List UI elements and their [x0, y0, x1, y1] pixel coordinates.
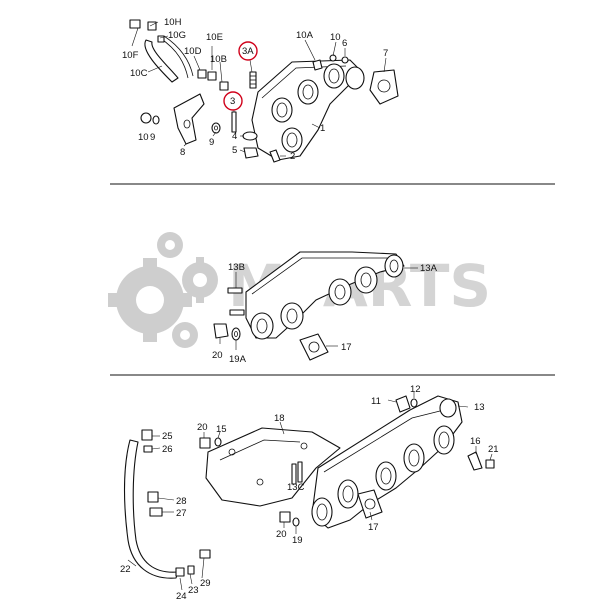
callout-label: 13B: [228, 262, 245, 273]
washer: [231, 327, 241, 341]
washer: [292, 517, 300, 527]
callout-label: 3A: [242, 46, 254, 57]
gear-icon: [172, 322, 198, 348]
pipe-fitting: [157, 35, 165, 43]
callout-label: 10: [330, 32, 341, 43]
callout-label: 20: [276, 529, 287, 540]
callout-label: 10D: [184, 46, 202, 57]
callout-label: 20: [197, 422, 208, 433]
stud-bolt: [231, 111, 237, 133]
leader-lines: [127, 392, 493, 591]
washer: [341, 56, 349, 64]
gasket: [299, 333, 329, 361]
callout-label: 8: [180, 147, 185, 158]
pipe-fitting: [219, 81, 229, 91]
callout-label: 29: [200, 578, 211, 589]
washer: [410, 398, 418, 408]
nut: [199, 437, 211, 449]
heat-shield: [205, 427, 341, 507]
callout-label: 24: [176, 591, 187, 600]
nut: [243, 147, 259, 159]
nut: [312, 59, 323, 71]
callout-label: 13: [474, 402, 485, 413]
bottom-section: 11 12 13 18 20 15 25 26 28 27 20 19 13C …: [120, 384, 499, 600]
washer: [152, 115, 160, 125]
callout-label: 19: [292, 535, 303, 546]
gear-icon: [182, 257, 218, 303]
gear-icon: [108, 258, 192, 342]
gasket: [369, 69, 399, 105]
pipe-fitting: [207, 71, 217, 81]
callout-label: 13C: [287, 482, 305, 493]
callout-label: 22: [120, 564, 131, 575]
pipe-fitting: [147, 21, 157, 31]
stud-bolt: [227, 287, 243, 294]
callout-label: 3: [230, 96, 235, 107]
callout-label: 28: [176, 496, 187, 507]
gear-icon: [157, 232, 183, 258]
callout-label: 9: [150, 132, 155, 143]
leader-lines: [219, 267, 418, 350]
nut: [279, 511, 291, 523]
callout-label: 10E: [206, 32, 223, 43]
stud-bolt: [291, 463, 297, 485]
callout-label: 9: [209, 137, 214, 148]
oil-pipe: [144, 35, 194, 83]
callout-label: 15: [216, 424, 227, 435]
stud-bolt: [249, 71, 257, 89]
top-section: 10H 10G 10F 10C 10E 10D 10B 3A 3 10A 10 …: [122, 17, 399, 163]
stud-bolt: [229, 309, 245, 316]
exhaust-manifold: [245, 251, 405, 340]
middle-section: 13B 13A 20 19A 17: [212, 251, 438, 365]
callout-label: 10F: [122, 50, 139, 61]
washer: [214, 437, 222, 447]
highlight-ring: [238, 41, 258, 61]
callout-label: 10A: [296, 30, 314, 41]
callout-label: 11: [371, 396, 381, 407]
callout-label: 26: [162, 444, 173, 455]
nut: [485, 459, 495, 469]
callout-label: 4: [232, 131, 237, 142]
callout-label: 19A: [229, 354, 247, 365]
callout-label: 10H: [164, 17, 182, 28]
callout-label: 6: [342, 38, 347, 49]
callout-label: 18: [274, 413, 285, 424]
callout-label: 17: [368, 522, 379, 533]
callout-label: 2: [290, 151, 295, 162]
callout-label: 10B: [210, 54, 227, 65]
callout-label: 23: [188, 585, 199, 596]
callout-label: 12: [410, 384, 421, 395]
stud-bolt: [467, 451, 483, 471]
callout-label: 7: [383, 48, 388, 59]
callout-label: 21: [488, 444, 499, 455]
callout-label: 25: [162, 431, 173, 442]
nut: [140, 112, 152, 124]
callout-label: 10G: [168, 30, 186, 41]
callout-label: 16: [470, 436, 481, 447]
callout-label: 5: [232, 145, 237, 156]
stud-bolt: [269, 149, 281, 163]
washer: [211, 122, 221, 134]
callout-label: 20: [212, 350, 223, 361]
callout-label: 27: [176, 508, 187, 519]
gasket: [357, 489, 383, 519]
nut: [213, 323, 229, 339]
callout-label: 1: [320, 123, 325, 134]
stud-bolt: [297, 461, 303, 483]
callout-label: 10: [138, 132, 149, 143]
callout-label: 10C: [130, 68, 148, 79]
heat-shield: [173, 93, 205, 145]
exhaust-manifold: [251, 59, 365, 161]
callout-label: 17: [341, 342, 352, 353]
highlight-ring: [223, 91, 243, 111]
washer: [242, 131, 258, 141]
exhaust-manifold: [311, 395, 463, 529]
pipe-fitting: [197, 69, 207, 79]
callout-label: 13A: [420, 263, 438, 274]
plug: [395, 395, 411, 413]
pipe-fitting: [129, 19, 141, 29]
leader-lines: [131, 21, 387, 157]
